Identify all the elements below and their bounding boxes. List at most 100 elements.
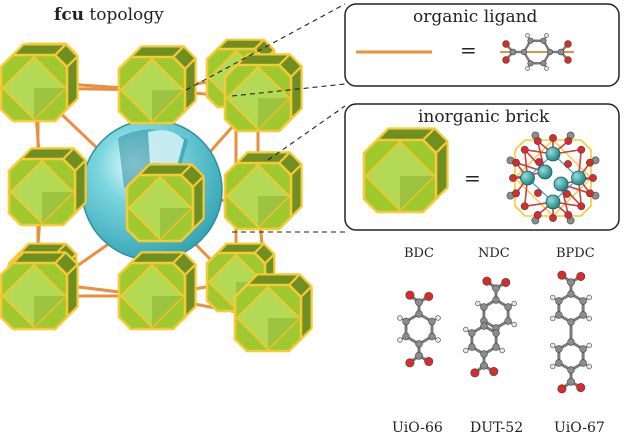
carbon-atom bbox=[579, 311, 587, 319]
ndc-molecule bbox=[463, 276, 517, 378]
oxygen-atom bbox=[535, 158, 543, 166]
lattice-cluster bbox=[0, 251, 79, 331]
oxygen-atom bbox=[577, 202, 586, 211]
ligand-box-label: organic ligand bbox=[413, 7, 538, 27]
brick-box-label: inorganic brick bbox=[418, 107, 550, 127]
callout-dash bbox=[231, 83, 346, 97]
zirconium-atom bbox=[553, 176, 569, 192]
bdc-molecule bbox=[397, 290, 441, 368]
framework-name-uio66: UiO-66 bbox=[392, 420, 443, 436]
carbon-atom bbox=[468, 343, 476, 351]
hydrogen-atom bbox=[586, 363, 592, 370]
hydrogen-atom bbox=[511, 300, 517, 307]
hydrogen-atom bbox=[550, 342, 556, 349]
hydrogen-atom bbox=[499, 347, 505, 354]
carbon-atom bbox=[567, 290, 575, 298]
hydrogen-atom bbox=[550, 315, 556, 322]
carbon-atom bbox=[492, 296, 500, 304]
carbon-atom bbox=[546, 48, 554, 56]
hydrogen-atom bbox=[511, 321, 517, 328]
oxygen-atom bbox=[512, 158, 520, 167]
carbon-atom bbox=[415, 351, 423, 360]
oxygen-atom bbox=[549, 134, 557, 142]
carbon-atom bbox=[567, 377, 575, 386]
oxygen-atom bbox=[534, 189, 542, 197]
lattice-cluster bbox=[223, 53, 303, 133]
hydrogen-atom bbox=[475, 300, 481, 307]
carbon-atom bbox=[579, 359, 587, 367]
zirconium-atom bbox=[520, 170, 535, 186]
carbon-atom bbox=[480, 350, 488, 358]
linker-name-ndc: NDC bbox=[478, 246, 510, 261]
carbon-atom bbox=[579, 345, 587, 353]
oxygen-atom bbox=[549, 214, 557, 222]
figure-title: fcu topology bbox=[54, 5, 164, 25]
carbon-atom bbox=[480, 322, 488, 330]
oxygen-atom bbox=[564, 56, 572, 64]
zirconium-atom bbox=[571, 170, 586, 186]
oxygen-atom bbox=[520, 202, 529, 211]
hydrogen-atom bbox=[544, 66, 549, 71]
carbon-atom bbox=[468, 329, 476, 337]
oxygen-atom bbox=[557, 270, 567, 280]
oxygen-atom bbox=[520, 145, 529, 154]
carbon-atom bbox=[567, 278, 575, 287]
oxygen-atom bbox=[577, 145, 586, 154]
oxygen-atom bbox=[512, 189, 520, 198]
lattice-cluster bbox=[233, 273, 313, 353]
carbon-atom bbox=[527, 60, 534, 67]
carbon-atom bbox=[428, 317, 436, 326]
carbon-atom bbox=[579, 297, 587, 305]
oxygen-atom bbox=[502, 56, 510, 64]
hydrogen-atom bbox=[397, 315, 403, 321]
carbon-atom bbox=[540, 37, 547, 44]
callout-dash bbox=[185, 3, 346, 91]
carbon-atom bbox=[402, 332, 410, 341]
oxygen-atom bbox=[563, 190, 571, 198]
oxygen-atom bbox=[470, 368, 480, 378]
front-clusters bbox=[0, 43, 313, 353]
carbon-atom bbox=[415, 310, 423, 318]
carbon-atom bbox=[555, 311, 563, 319]
carbon-atom bbox=[492, 284, 500, 293]
brick-cluster-symbol bbox=[362, 127, 449, 214]
framework-name-dut52: DUT-52 bbox=[470, 420, 524, 436]
brick-equals-sign: = bbox=[464, 166, 481, 190]
carbon-atom bbox=[480, 303, 488, 311]
hydrogen-atom bbox=[397, 337, 403, 343]
hydrogen-atom bbox=[525, 66, 530, 71]
carbon-atom bbox=[527, 37, 534, 44]
oxygen-atom bbox=[586, 189, 594, 198]
ligand-equals-sign: = bbox=[460, 38, 477, 62]
oxygen-atom bbox=[424, 291, 434, 301]
carbon-atom bbox=[402, 317, 410, 326]
bpdc-molecule bbox=[550, 270, 592, 394]
title-rest: topology bbox=[84, 5, 164, 25]
brick-cluster bbox=[362, 127, 449, 214]
carbon-atom bbox=[567, 366, 575, 374]
hydrogen-atom bbox=[544, 33, 549, 38]
brick-frame bbox=[514, 139, 592, 217]
oxygen-atom bbox=[405, 290, 415, 300]
oxygen-atom bbox=[564, 160, 572, 168]
carbon-atom bbox=[480, 361, 488, 370]
ligand-molecule bbox=[500, 33, 574, 71]
oxygen-atom bbox=[576, 383, 586, 393]
oxygen-atom bbox=[501, 277, 511, 287]
oxygen-atom bbox=[424, 357, 434, 367]
carbon-atom bbox=[555, 345, 563, 353]
zirconium-atom bbox=[537, 164, 553, 180]
lattice-cluster bbox=[125, 163, 205, 243]
hydrogen-atom bbox=[463, 347, 469, 354]
oxygen-atom bbox=[509, 174, 517, 182]
hydrogen-atom bbox=[586, 294, 592, 301]
lattice-cluster bbox=[223, 151, 303, 231]
lattice-cluster bbox=[7, 147, 87, 227]
carbon-atom bbox=[567, 318, 575, 326]
carbon-atom bbox=[520, 48, 528, 56]
brick-callout-box bbox=[344, 103, 620, 231]
oxygen-atom bbox=[489, 367, 499, 377]
lattice-cluster bbox=[117, 251, 197, 331]
